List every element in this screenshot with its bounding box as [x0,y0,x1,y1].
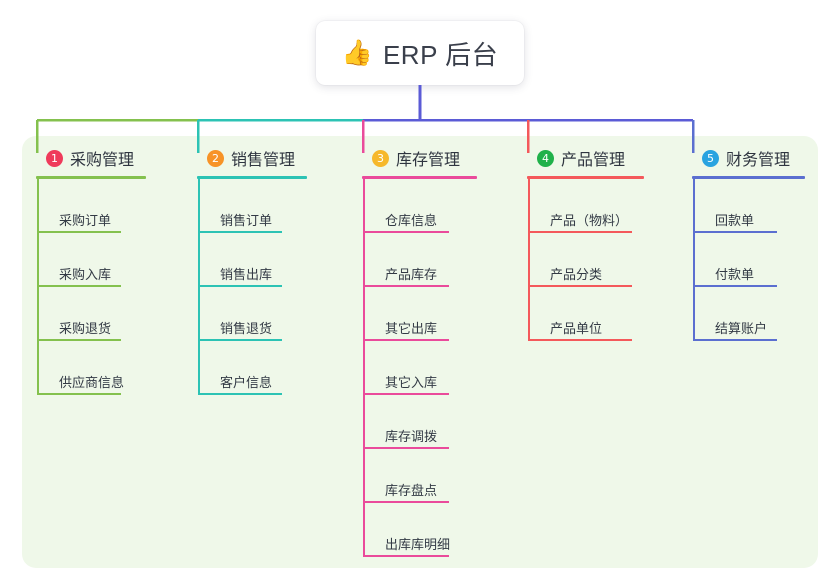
item-node[interactable]: 采购订单 [37,179,146,233]
item-node[interactable]: 采购入库 [37,233,146,287]
column-items: 产品（物料） 产品分类产品单位 [528,179,644,341]
column-items: 回款单付款单结算账户 [693,179,805,341]
item-label: 采购入库 [59,267,112,282]
column-underline [692,176,805,179]
item-node[interactable]: 产品库存 [363,233,477,287]
column-underline [362,176,477,179]
item-label: 结算账户 [715,321,768,336]
column-5: 5 财务管理回款单付款单结算账户 [692,145,805,341]
item-node[interactable]: 库存盘点 [363,449,477,503]
diagram-panel [22,136,818,568]
item-node[interactable]: 库存调拨 [363,395,477,449]
column-badge-number: 5 [702,149,719,167]
item-label: 回款单 [715,213,755,228]
item-label: 采购订单 [59,213,112,228]
item-label: 产品分类 [550,267,603,282]
column-badge-number: 3 [372,149,389,167]
item-node[interactable]: 客户信息 [198,341,307,395]
item-label: 产品库存 [385,267,438,282]
item-label: 库存盘点 [385,483,438,498]
item-label: 出库库明细 [385,537,451,552]
column-4: 4 产品管理产品（物料） 产品分类产品单位 [527,145,644,341]
column-title: 销售管理 [231,152,296,169]
item-node[interactable]: 销售出库 [198,233,307,287]
item-node[interactable]: 供应商信息 [37,341,146,395]
column-2: 2 销售管理销售订单销售出库销售退货客户信息 [197,145,307,395]
item-label: 销售退货 [220,321,273,336]
column-title: 产品管理 [561,152,626,169]
column-items: 仓库信息产品库存其它出库其它入库库存调拨库存盘点出库库明细 [363,179,477,557]
column-underline [197,176,307,179]
column-header-3[interactable]: 3 库存管理 [362,145,477,171]
item-label: 客户信息 [220,375,273,390]
item-node[interactable]: 其它入库 [363,341,477,395]
item-node[interactable]: 出库库明细 [363,503,477,557]
column-underline [527,176,644,179]
column-header-1[interactable]: 1 采购管理 [36,145,146,171]
item-label: 产品单位 [550,321,603,336]
root-node-erp-backend[interactable]: 👍 ERP 后台 [316,21,524,85]
item-node[interactable]: 其它出库 [363,287,477,341]
item-label: 销售出库 [220,267,273,282]
column-title: 财务管理 [726,152,791,169]
item-node[interactable]: 产品分类 [528,233,644,287]
column-underline [36,176,146,179]
column-badge-number: 2 [207,149,224,167]
item-label: 产品（物料） [550,213,629,228]
item-label: 销售订单 [220,213,273,228]
root-node-label: ERP 后台 [382,39,499,70]
column-badge-number: 4 [537,149,554,167]
item-label: 付款单 [715,267,755,282]
item-node[interactable]: 仓库信息 [363,179,477,233]
column-header-2[interactable]: 2 销售管理 [197,145,307,171]
item-node[interactable]: 销售订单 [198,179,307,233]
item-label: 其它出库 [385,321,438,336]
item-label: 其它入库 [385,375,438,390]
column-title: 库存管理 [396,152,461,169]
item-node[interactable]: 销售退货 [198,287,307,341]
column-items: 采购订单采购入库采购退货供应商信息 [37,179,146,395]
item-node[interactable]: 回款单 [693,179,805,233]
item-label: 供应商信息 [59,375,125,390]
item-node[interactable]: 结算账户 [693,287,805,341]
thumbs-up-emoji: 👍 [341,38,373,67]
column-1: 1 采购管理采购订单采购入库采购退货供应商信息 [36,145,146,395]
column-header-4[interactable]: 4 产品管理 [527,145,644,171]
item-label: 库存调拨 [385,429,438,444]
item-node[interactable]: 产品（物料） [528,179,644,233]
column-3: 3 库存管理仓库信息产品库存其它出库其它入库库存调拨库存盘点出库库明细 [362,145,477,557]
item-label: 采购退货 [59,321,112,336]
column-title: 采购管理 [70,152,135,169]
item-node[interactable]: 采购退货 [37,287,146,341]
column-badge-number: 1 [46,149,63,167]
column-items: 销售订单销售出库销售退货客户信息 [198,179,307,395]
item-node[interactable]: 产品单位 [528,287,644,341]
column-header-5[interactable]: 5 财务管理 [692,145,805,171]
item-node[interactable]: 付款单 [693,233,805,287]
item-label: 仓库信息 [385,213,438,228]
